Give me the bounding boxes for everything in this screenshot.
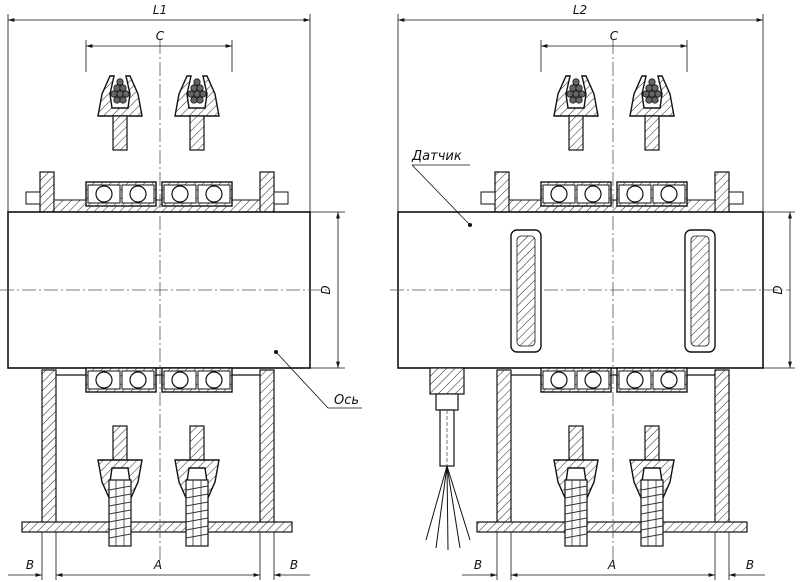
dim-label-b-right: B	[290, 558, 298, 572]
dim-label-c: C	[610, 29, 619, 43]
cable-wire	[446, 465, 449, 551]
dim-label-d: D	[319, 285, 333, 294]
upper-bearings	[85, 181, 157, 207]
upper-bearings	[161, 181, 233, 207]
dim-label-b-left: B	[26, 558, 34, 572]
callout-sensor: Датчик	[411, 149, 462, 164]
dim-label-a: A	[153, 558, 162, 572]
upper-sheave	[174, 75, 220, 151]
dim-label-d: D	[771, 285, 785, 294]
frame-post	[259, 369, 275, 529]
right-view: L2 C D B A B Датчик	[390, 3, 795, 580]
lower-bearings	[616, 367, 688, 393]
upper-sheave	[553, 75, 599, 151]
dim-label-b-right: B	[746, 558, 754, 572]
upper-sheave	[97, 75, 143, 151]
dim-label-c: C	[156, 29, 165, 43]
base-plate	[476, 521, 748, 533]
dim-label-l1: L1	[153, 3, 167, 17]
dim-label-b-left: B	[474, 558, 482, 572]
cable-wire	[435, 465, 448, 549]
upper-bearings	[616, 181, 688, 207]
cable-wire	[446, 465, 471, 541]
cable-wire	[425, 465, 448, 541]
dim-label-a: A	[607, 558, 616, 572]
frame-post	[714, 369, 730, 529]
cable-wire	[446, 465, 461, 549]
callout-axis: Ось	[334, 393, 359, 408]
base-plate	[21, 521, 293, 533]
connector-housing	[429, 367, 465, 395]
frame-post	[41, 369, 57, 529]
lower-bearings	[161, 367, 233, 393]
lower-bearings	[85, 367, 157, 393]
upper-sheave	[629, 75, 675, 151]
left-view: L1 C D B A B Ось	[0, 3, 362, 580]
connector-nut	[435, 393, 459, 411]
upper-bearings	[540, 181, 612, 207]
lower-bearings	[540, 367, 612, 393]
dim-label-l2: L2	[573, 3, 587, 17]
frame-post	[496, 369, 512, 529]
